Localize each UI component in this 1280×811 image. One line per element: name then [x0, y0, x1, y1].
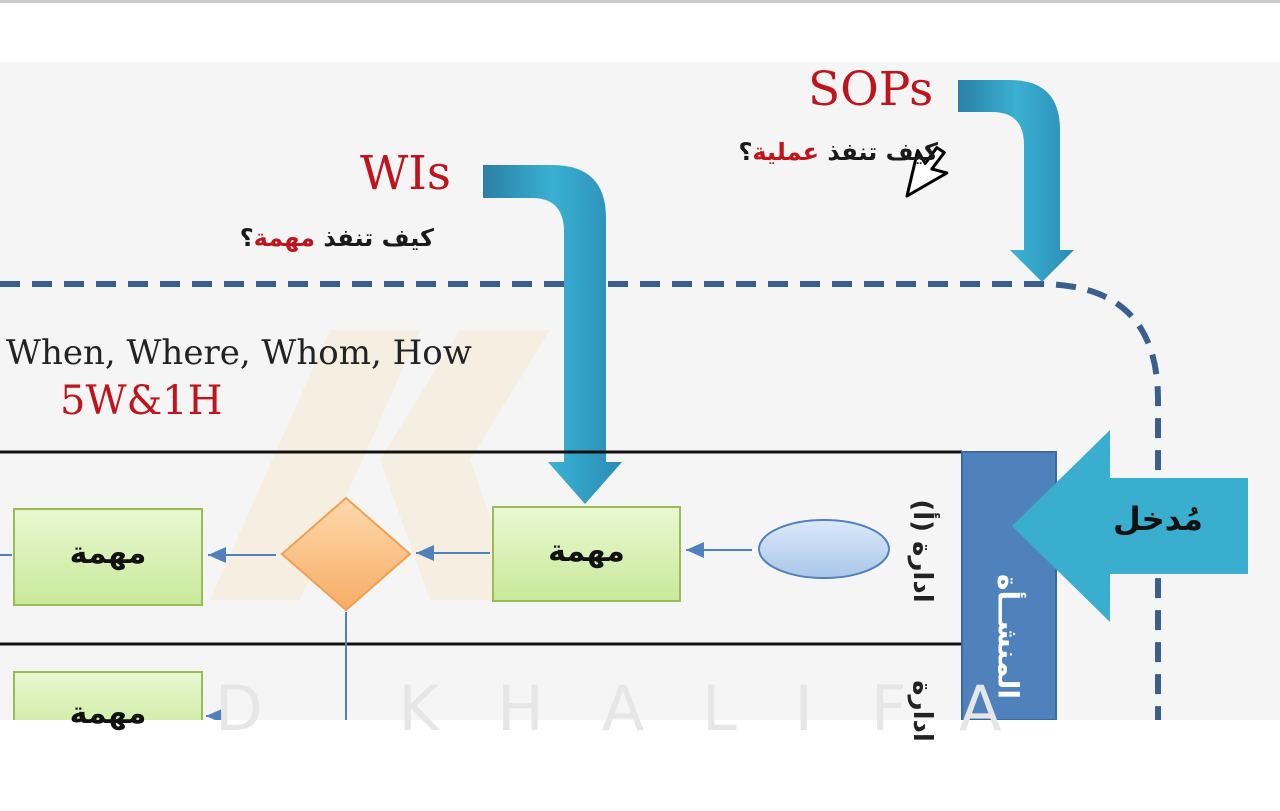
questions-line: When, Where, Whom, How — [6, 333, 472, 373]
task-label-2: مهمة — [69, 536, 147, 571]
watermark-text: D KHALIFA — [215, 672, 1060, 745]
sops-question-highlight: عملية — [752, 138, 819, 166]
wis-question-highlight: مهمة — [253, 224, 315, 252]
wis-arrow — [483, 165, 622, 504]
sops-question: كيف تنفذ عملية؟ — [738, 138, 938, 166]
task-box-2 — [13, 508, 203, 606]
sops-question-suffix: ؟ — [738, 138, 753, 166]
wis-question-suffix: ؟ — [239, 224, 254, 252]
sops-question-prefix: كيف تنفذ — [819, 138, 938, 166]
entry-label: مُدخل — [1113, 500, 1203, 538]
task-box-1 — [492, 506, 681, 602]
wis-label: WIs — [360, 146, 451, 201]
five-w-one-h-label: 5W&1H — [60, 378, 223, 424]
mouse-cursor-icon — [905, 146, 949, 198]
sops-label: SOPs — [808, 62, 934, 117]
organization-bar — [961, 451, 1057, 720]
start-event — [758, 519, 890, 579]
sops-arrow — [958, 80, 1074, 282]
slide-canvas — [0, 62, 1280, 720]
entry-arrow — [1012, 430, 1248, 622]
watermark-chevrons — [210, 330, 550, 600]
task-label-3: مهمة — [69, 696, 147, 731]
decision-diamond — [280, 496, 412, 612]
task-label-1: مهمة — [548, 534, 625, 569]
wis-question: كيف تنفذ مهمة؟ — [240, 224, 434, 252]
wis-question-prefix: كيف تنفذ — [315, 224, 434, 252]
task-box-3 — [13, 671, 203, 720]
organization-boundary — [0, 281, 1161, 720]
process-diagram — [0, 80, 1248, 720]
top-border — [0, 0, 1280, 3]
